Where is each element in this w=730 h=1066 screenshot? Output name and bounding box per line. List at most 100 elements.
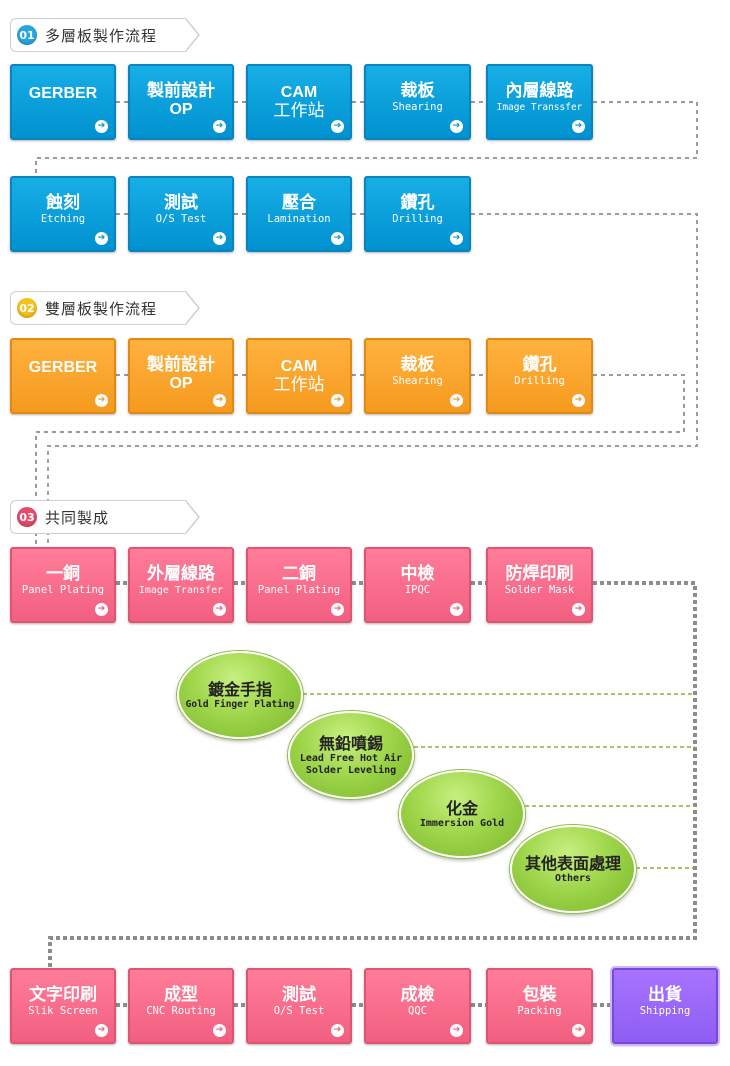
step-panel-plating-2[interactable]: 二銅 Panel Plating ➔: [246, 547, 352, 623]
step-preproduction-design[interactable]: 製前設計 OP ➔: [128, 64, 234, 140]
step-drilling[interactable]: 鑽孔 Drilling ➔: [486, 338, 593, 414]
step-outer-layer-image[interactable]: 外層線路 Image Transfer ➔: [128, 547, 234, 623]
step-shearing[interactable]: 裁板 Shearing ➔: [364, 64, 471, 140]
step-subtitle: OP: [169, 375, 193, 392]
step-title: 出貨: [648, 985, 682, 1005]
finish-subtitle: Gold Finger Plating: [185, 698, 295, 710]
step-final-qc[interactable]: 成檢 QQC ➔: [364, 968, 471, 1044]
step-subtitle: O/S Test: [273, 1005, 325, 1017]
arrow-right-icon: ➔: [450, 603, 463, 616]
step-title: 文字印刷: [29, 985, 97, 1005]
arrow-right-icon: ➔: [331, 232, 344, 245]
step-title: CAM: [280, 358, 318, 375]
step-subtitle: Image Transsfer: [496, 102, 583, 113]
step-title: 外層線路: [147, 564, 215, 584]
step-drilling[interactable]: 鑽孔 Drilling ➔: [364, 176, 471, 252]
step-subtitle: 工作站: [273, 375, 325, 395]
finish-others[interactable]: 其他表面處理 Others: [510, 825, 636, 913]
arrow-right-icon: ➔: [450, 232, 463, 245]
step-gerber[interactable]: GERBER ➔: [10, 338, 116, 414]
section-tag-common: 03 共同製成: [10, 500, 200, 534]
step-title: 防焊印刷: [505, 564, 574, 584]
finish-title: 其他表面處理: [524, 853, 621, 873]
step-subtitle: Lamination: [267, 213, 331, 225]
step-title: 製前設計: [147, 81, 215, 101]
arrow-right-icon: ➔: [95, 603, 108, 616]
step-subtitle: Image Transfer: [138, 585, 224, 596]
finish-subtitle: Others: [554, 872, 592, 884]
arrow-right-icon: ➔: [213, 603, 226, 616]
finish-gold-finger[interactable]: 鍍金手指 Gold Finger Plating: [177, 651, 303, 739]
arrow-right-icon: ➔: [95, 120, 108, 133]
step-subtitle: Shipping: [639, 1005, 691, 1017]
step-title: 包裝: [522, 985, 557, 1005]
section-tag-doublelayer: 02 雙層板製作流程: [10, 291, 200, 325]
step-solder-mask[interactable]: 防焊印刷 Solder Mask ➔: [486, 547, 593, 623]
step-silk-screen[interactable]: 文字印刷 Slik Screen ➔: [10, 968, 116, 1044]
step-title: 壓合: [282, 193, 316, 213]
arrow-right-icon: ➔: [572, 120, 585, 133]
step-packing[interactable]: 包裝 Packing ➔: [486, 968, 593, 1044]
step-title: 二銅: [282, 564, 316, 584]
arrow-right-icon: ➔: [213, 1024, 226, 1037]
arrow-right-icon: ➔: [331, 120, 344, 133]
step-subtitle: 工作站: [273, 101, 325, 121]
arrow-right-icon: ➔: [331, 1024, 344, 1037]
section-title: 多層板製作流程: [45, 26, 158, 45]
step-os-test[interactable]: 測試 O/S Test ➔: [128, 176, 234, 252]
step-subtitle: CNC Routing: [146, 1005, 216, 1017]
step-subtitle: OP: [169, 101, 193, 118]
step-title: 內層線路: [505, 81, 574, 101]
step-cam[interactable]: CAM 工作站 ➔: [246, 338, 352, 414]
step-title: 鑽孔: [400, 193, 435, 213]
arrow-right-icon: ➔: [95, 394, 108, 407]
step-subtitle: Panel Plating: [257, 584, 341, 596]
arrow-right-icon: ➔: [95, 1024, 108, 1037]
step-title: 鑽孔: [522, 355, 557, 375]
step-title: 測試: [282, 985, 316, 1005]
step-subtitle: O/S Test: [155, 213, 207, 225]
step-ipqc[interactable]: 中檢 IPQC ➔: [364, 547, 471, 623]
section-title: 雙層板製作流程: [45, 299, 158, 318]
step-os-test[interactable]: 測試 O/S Test ➔: [246, 968, 352, 1044]
step-subtitle: Shearing: [392, 101, 443, 113]
step-title: CAM: [280, 84, 318, 101]
step-gerber[interactable]: GERBER ➔: [10, 64, 116, 140]
step-title: GERBER: [28, 359, 98, 376]
arrow-right-icon: ➔: [331, 603, 344, 616]
arrow-right-icon: ➔: [572, 394, 585, 407]
step-etching[interactable]: 蝕刻 Etching ➔: [10, 176, 116, 252]
section-number-badge: 03: [17, 507, 37, 527]
step-shearing[interactable]: 裁板 Shearing ➔: [364, 338, 471, 414]
step-title: 裁板: [400, 355, 435, 375]
step-lamination[interactable]: 壓合 Lamination ➔: [246, 176, 352, 252]
finish-title: 無鉛噴錫: [318, 733, 383, 753]
step-subtitle: Shearing: [392, 375, 443, 387]
step-subtitle: Drilling: [392, 213, 443, 225]
step-subtitle: Slik Screen: [28, 1005, 98, 1017]
step-subtitle: IPQC: [404, 584, 431, 596]
step-cnc-routing[interactable]: 成型 CNC Routing ➔: [128, 968, 234, 1044]
arrow-right-icon: ➔: [450, 120, 463, 133]
step-cam[interactable]: CAM 工作站 ➔: [246, 64, 352, 140]
finish-subtitle: Immersion Gold: [419, 817, 505, 829]
step-subtitle: Panel Plating: [21, 584, 105, 596]
arrow-right-icon: ➔: [450, 1024, 463, 1037]
step-shipping[interactable]: 出貨 Shipping: [612, 968, 718, 1044]
finish-subtitle-line1: Lead Free Hot Air: [299, 752, 403, 764]
finish-lead-free-hasl[interactable]: 無鉛噴錫 Lead Free Hot Air Solder Leveling: [288, 711, 414, 799]
section-title: 共同製成: [45, 508, 110, 527]
step-title: 測試: [164, 193, 198, 213]
step-title: 中檢: [400, 564, 435, 584]
arrow-right-icon: ➔: [213, 394, 226, 407]
step-title: 蝕刻: [46, 193, 80, 213]
step-panel-plating-1[interactable]: 一銅 Panel Plating ➔: [10, 547, 116, 623]
finish-immersion-gold[interactable]: 化金 Immersion Gold: [399, 770, 525, 858]
finish-title: 化金: [445, 798, 478, 818]
step-subtitle: Drilling: [514, 375, 565, 387]
step-inner-layer-image[interactable]: 內層線路 Image Transsfer ➔: [486, 64, 593, 140]
step-subtitle: QQC: [408, 1005, 427, 1017]
step-subtitle: Etching: [40, 213, 86, 225]
arrow-right-icon: ➔: [213, 120, 226, 133]
step-preproduction-design[interactable]: 製前設計 OP ➔: [128, 338, 234, 414]
